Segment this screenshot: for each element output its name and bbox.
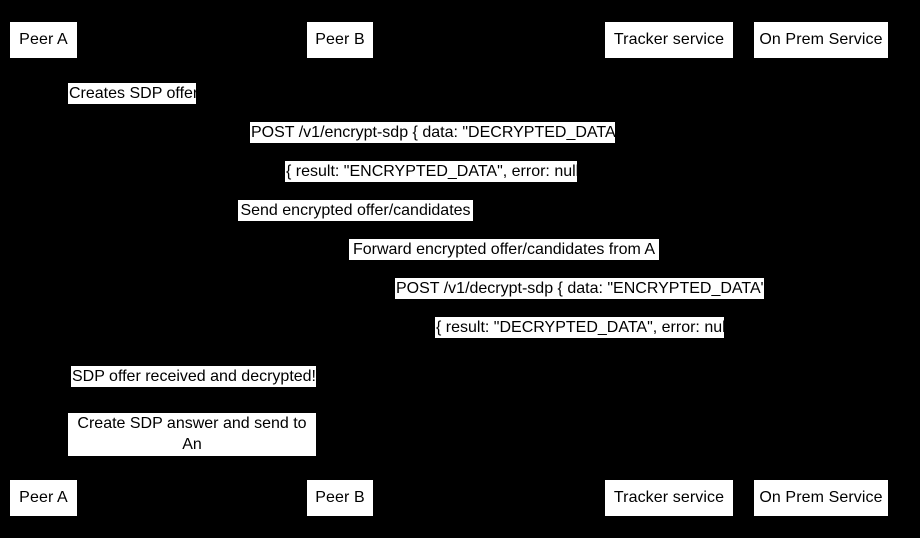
message-label-forward-encrypted-offer: Forward encrypted offer/candidates from … [349, 239, 659, 260]
lifeline-on-prem-service [821, 58, 822, 480]
arrowhead-forward-encrypted-offer [340, 259, 347, 267]
participant-label: Tracker service [613, 31, 725, 48]
participant-label: On Prem Service [759, 489, 883, 506]
arrow-post-decrypt-sdp [340, 302, 821, 303]
participant-label: Peer A [19, 489, 68, 506]
participant-header-on-prem-service[interactable]: On Prem Service [754, 22, 888, 58]
arrow-decrypt-sdp-result [340, 341, 821, 342]
arrow-post-encrypt-sdp [43, 146, 821, 147]
lifeline-peer-b [340, 58, 341, 480]
participant-header-peer-b[interactable]: Peer B [307, 22, 373, 58]
participant-header-tracker-service[interactable]: Tracker service [605, 22, 733, 58]
participant-label: Peer B [315, 31, 365, 48]
arrowhead-sdp-offer-received [43, 386, 50, 394]
arrowhead-post-decrypt-sdp [814, 298, 821, 306]
participant-label: Tracker service [613, 489, 725, 506]
arrowhead-send-encrypted-offer [662, 220, 669, 228]
message-label-post-encrypt-sdp: POST /v1/encrypt-sdp { data: "DECRYPTED_… [250, 122, 632, 143]
participant-footer-peer-a[interactable]: Peer A [10, 480, 77, 516]
arrow-encrypt-sdp-result [43, 185, 821, 186]
participant-label: Peer A [19, 31, 68, 48]
arrowhead-post-encrypt-sdp [814, 142, 821, 150]
message-label-sdp-offer-received: SDP offer received and decrypted! [71, 366, 316, 387]
message-label-create-sdp-answer: Create SDP answer and send to An using t… [68, 413, 316, 474]
lifeline-peer-a [43, 58, 44, 480]
participant-header-peer-a[interactable]: Peer A [10, 22, 77, 58]
arrow-forward-encrypted-offer [340, 263, 669, 264]
participant-label: On Prem Service [759, 31, 883, 48]
message-label-send-encrypted-offer: Send encrypted offer/candidates [238, 200, 473, 221]
message-label-post-decrypt-sdp: POST /v1/decrypt-sdp { data: "ENCRYPTED_… [395, 278, 777, 299]
message-label-creates-sdp-offer: Creates SDP offer [68, 83, 199, 104]
message-label-decrypt-sdp-result: { result: "DECRYPTED_DATA", error: null … [435, 317, 740, 338]
participant-label: Peer B [315, 489, 365, 506]
participant-footer-tracker-service[interactable]: Tracker service [605, 480, 733, 516]
lifeline-tracker-service [669, 58, 670, 480]
arrow-send-encrypted-offer [43, 224, 669, 225]
arrowhead-decrypt-sdp-result [340, 337, 347, 345]
message-label-encrypt-sdp-result: { result: "ENCRYPTED_DATA", error: null … [285, 161, 590, 182]
participant-footer-on-prem-service[interactable]: On Prem Service [754, 480, 888, 516]
participant-footer-peer-b[interactable]: Peer B [307, 480, 373, 516]
arrow-sdp-offer-received [43, 390, 340, 391]
arrowhead-encrypt-sdp-result [43, 181, 50, 189]
